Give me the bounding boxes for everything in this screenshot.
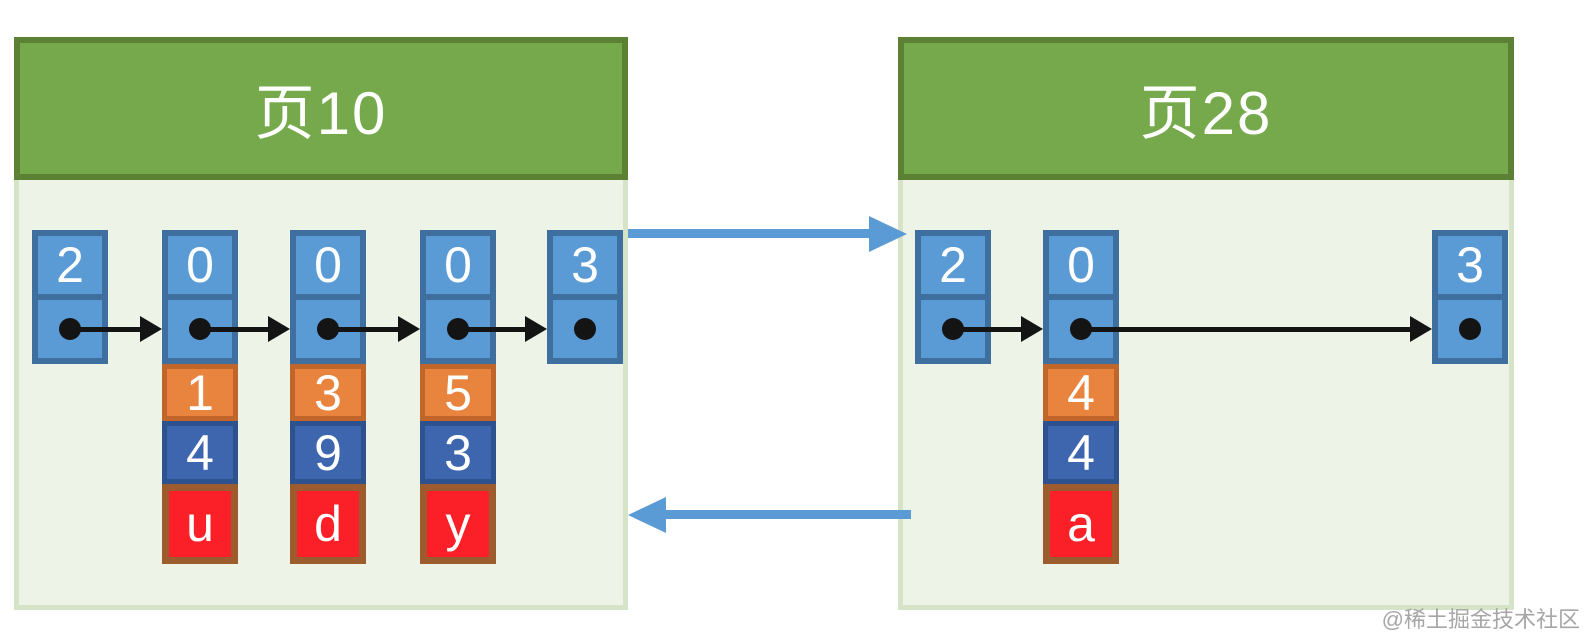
pointer-dot-icon	[1459, 318, 1481, 340]
next-record-arrow-icon	[200, 316, 290, 342]
page-28-title: 页28	[1139, 80, 1273, 147]
page-28-header: 页28	[898, 37, 1514, 180]
page-10-header: 页10	[14, 37, 628, 180]
record-column: 0 5 3 y	[420, 230, 496, 564]
page-28-body	[898, 180, 1514, 610]
record-header-cell: 2	[32, 230, 108, 300]
field-cell: a	[1043, 484, 1119, 564]
field-cell: d	[290, 484, 366, 564]
field-value: 9	[314, 424, 342, 481]
record-header-value: 3	[1456, 237, 1484, 293]
pointer-dot-icon	[574, 318, 596, 340]
record-header-cell: 3	[1432, 230, 1508, 300]
record-header-cell: 2	[915, 230, 991, 300]
next-record-arrow-icon	[1081, 316, 1432, 342]
field-value: y	[445, 496, 471, 552]
field-cell: 4	[1043, 364, 1119, 421]
field-value: 4	[1067, 364, 1095, 421]
record-column: 0 4 4 a	[1043, 230, 1119, 564]
prev-page-arrow-icon	[628, 497, 911, 533]
next-record-arrow-icon	[458, 316, 547, 342]
field-cell: 3	[420, 421, 496, 484]
field-cell: 3	[290, 364, 366, 421]
pointer-cell	[547, 294, 623, 364]
next-record-arrow-icon	[70, 316, 162, 342]
next-page-arrow-icon	[628, 216, 907, 252]
field-value: 4	[1067, 424, 1095, 481]
record-header-value: 0	[444, 237, 472, 293]
record-header-cell: 0	[1043, 230, 1119, 300]
record-header-cell: 0	[290, 230, 366, 300]
record-header-value: 0	[186, 237, 214, 293]
field-value: 3	[314, 364, 342, 421]
record-header-cell: 3	[547, 230, 623, 300]
field-cell: 9	[290, 421, 366, 484]
record-header-value: 3	[571, 237, 599, 293]
field-value: u	[186, 496, 214, 552]
field-cell: 4	[162, 421, 238, 484]
record-header-value: 2	[939, 237, 967, 293]
record-header-cell: 0	[162, 230, 238, 300]
pointer-cell	[1432, 294, 1508, 364]
record-column-supremum: 3	[547, 230, 623, 364]
field-value: 4	[186, 424, 214, 481]
record-header-value: 2	[56, 237, 84, 293]
record-column-supremum: 3	[1432, 230, 1508, 364]
field-cell: 5	[420, 364, 496, 421]
field-cell: y	[420, 484, 496, 564]
record-column-infimum: 2	[32, 230, 108, 364]
record-header-value: 0	[314, 237, 342, 293]
record-header-cell: 0	[420, 230, 496, 300]
field-value: 1	[186, 364, 214, 421]
field-value: d	[314, 496, 342, 552]
next-record-arrow-icon	[328, 316, 420, 342]
page-10-title: 页10	[254, 80, 388, 147]
field-value: a	[1067, 496, 1095, 552]
record-column-infimum: 2	[915, 230, 991, 364]
record-header-value: 0	[1067, 237, 1095, 293]
field-cell: 1	[162, 364, 238, 421]
next-record-arrow-icon	[953, 316, 1043, 342]
field-cell: u	[162, 484, 238, 564]
field-value: 3	[444, 424, 472, 481]
record-column: 0 1 4 u	[162, 230, 238, 564]
record-column: 0 3 9 d	[290, 230, 366, 564]
field-cell: 4	[1043, 421, 1119, 484]
watermark: @稀土掘金技术社区	[1381, 607, 1580, 632]
field-value: 5	[444, 364, 472, 421]
